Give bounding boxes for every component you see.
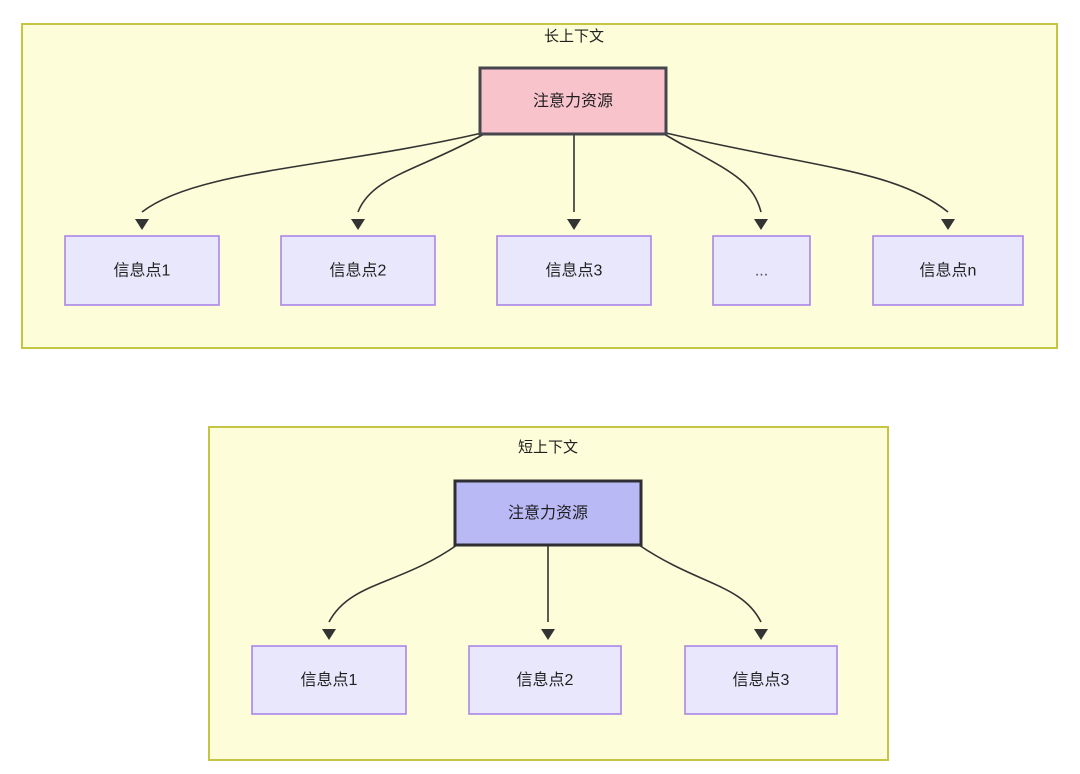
- info-node-label-long-context-3: 信息点3: [546, 262, 603, 280]
- info-node-box-long-context-3[interactable]: [496, 235, 652, 306]
- arrowhead-node-1: [135, 219, 149, 230]
- info-node-box-long-context-4[interactable]: [712, 235, 811, 306]
- attention-resource-label-short-context: 注意力资源: [508, 503, 588, 522]
- info-node-box-short-context-3[interactable]: [684, 645, 838, 715]
- edge-attention-to-node-3: [638, 544, 762, 623]
- edge-attention-to-node-5: [665, 132, 949, 213]
- info-node-label-long-context-1: 信息点1: [114, 262, 171, 280]
- arrowhead-node-5: [941, 219, 955, 230]
- edge-attention-to-node-1: [328, 544, 458, 623]
- edge-attention-to-node-1: [141, 132, 483, 213]
- attention-resource-label-long-context: 注意力资源: [533, 91, 613, 110]
- info-node-label-long-context-5: 信息点n: [920, 262, 977, 280]
- arrowhead-node-3: [754, 629, 768, 640]
- attention-resource-box-long-context[interactable]: [478, 66, 668, 136]
- info-node-label-short-context-1: 信息点1: [301, 671, 358, 689]
- info-node-box-short-context-2[interactable]: [468, 645, 622, 715]
- info-node-box-long-context-1[interactable]: [64, 235, 220, 306]
- edge-attention-to-node-2: [357, 133, 485, 213]
- panel-title-short-context: 短上下文: [518, 439, 578, 456]
- info-node-label-long-context-4: ...: [755, 263, 768, 280]
- panel-title-long-context: 长上下文: [544, 28, 604, 45]
- info-node-box-long-context-5[interactable]: [872, 235, 1024, 306]
- info-node-label-short-context-3: 信息点3: [733, 671, 790, 689]
- info-node-box-long-context-2[interactable]: [280, 235, 436, 306]
- info-node-box-short-context-1[interactable]: [251, 645, 407, 715]
- edge-attention-to-node-4: [663, 133, 762, 213]
- info-node-label-long-context-2: 信息点2: [330, 262, 387, 280]
- attention-resource-box-short-context[interactable]: [453, 479, 643, 547]
- arrowhead-node-1: [322, 629, 336, 640]
- arrowhead-node-3: [567, 219, 581, 230]
- arrowhead-node-4: [754, 219, 768, 230]
- info-node-label-short-context-2: 信息点2: [517, 671, 574, 689]
- arrowhead-node-2: [351, 219, 365, 230]
- arrowhead-node-2: [541, 629, 555, 640]
